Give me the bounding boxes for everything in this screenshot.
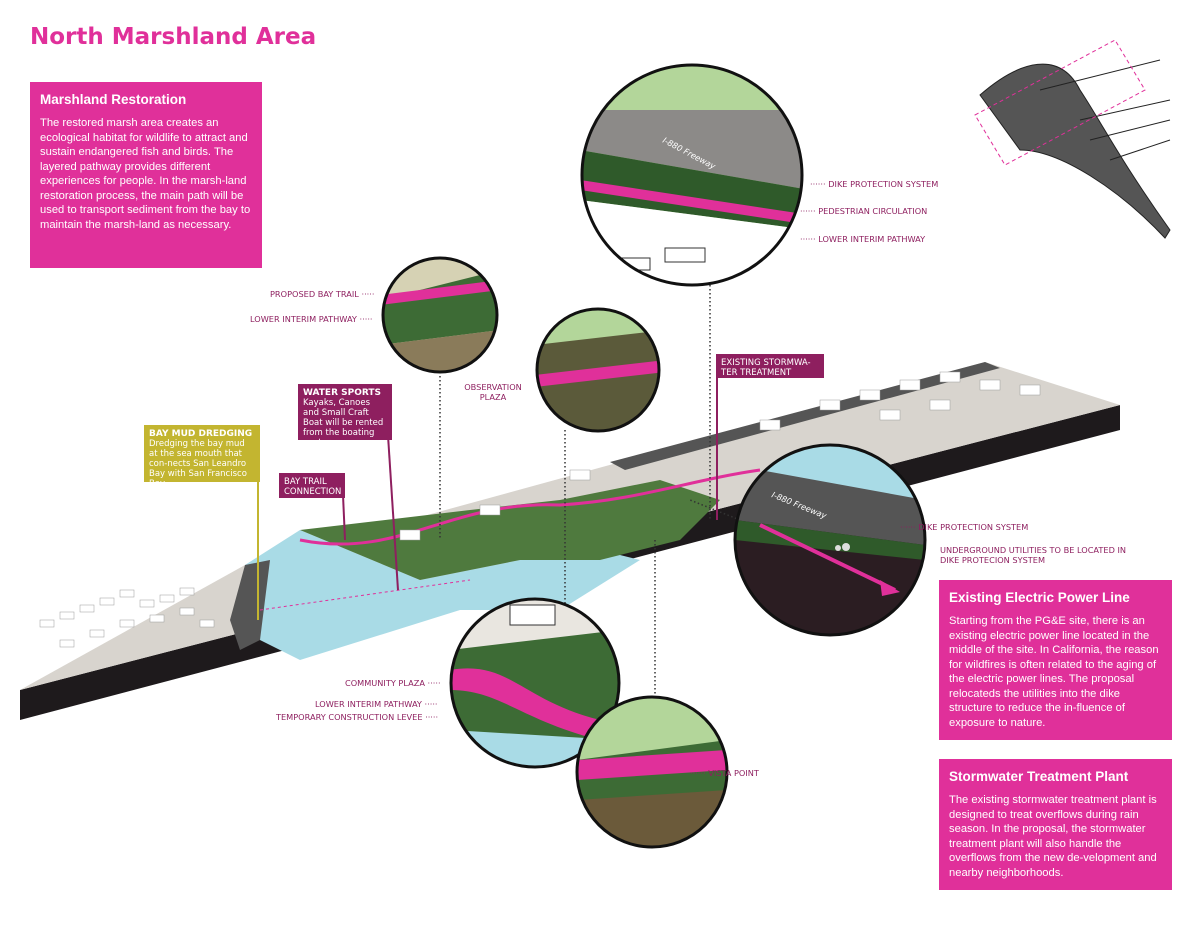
electric-power-line-box: Existing Electric Power Line Starting fr… [939,580,1172,740]
dike-shore [230,560,270,650]
label-observation-plaza: OBSERVATION PLAZA [464,382,522,402]
stormwater-plant-callout: EXISTING STORMWA-TER TREATMENT PLANT [716,354,824,388]
bay-trail-connection-callout: BAY TRAIL CONNECTION [279,473,345,498]
bay-trail-path [299,468,761,546]
right-buildings [399,371,1041,541]
label-proposed-bay-trail: PROPOSED BAY TRAIL ····· [270,289,375,299]
bay-water [245,530,640,660]
electric-power-line-heading: Existing Electric Power Line [949,590,1130,605]
label-underground-utilities: UNDERGROUND UTILITIES TO BE LOCATED IN D… [940,545,1127,565]
label-community-plaza: COMMUNITY PLAZA ····· [345,678,441,688]
label-dike-protection-right: ······ DIKE PROTECTION SYSTEM [900,522,1029,532]
marsh-area [300,480,720,580]
label-pedestrian-circulation: ······ PEDESTRIAN CIRCULATION [800,206,928,216]
detail-circle-freeway [582,65,802,285]
water-sports-callout: WATER SPORTS Kayaks, Canoes and Small Cr… [298,384,392,448]
boat-route [259,579,471,611]
marshland-restoration-body: The restored marsh area creates an ecolo… [40,117,251,231]
marshland-restoration-heading: Marshland Restoration [40,92,187,107]
label-dike-protection-top: ······ DIKE PROTECTION SYSTEM [810,179,939,189]
label-lower-interim-left: LOWER INTERIM PATHWAY ····· [250,314,373,324]
stormwater-plant-box: Stormwater Treatment Plant The existing … [939,759,1172,890]
marshland-restoration-box: Marshland Restoration The restored marsh… [30,82,262,268]
bay-mud-dredging-body: Dredging the bay mud at the sea mouth th… [149,439,247,489]
water-sports-leader [386,419,399,591]
stormwater-plant-body: The existing stormwater treatment plant … [949,794,1157,879]
electric-power-line-body: Starting from the PG&E site, there is an… [949,615,1159,729]
label-vista-point: ······ VISTA POINT [690,768,759,778]
leader-lines [439,285,741,697]
bay-trail-leader [342,494,346,541]
water-sports-heading: WATER SPORTS [303,388,382,398]
stormwater-plant-heading: Stormwater Treatment Plant [949,769,1129,784]
label-temporary-levee: TEMPORARY CONSTRUCTION LEVEE ····· [276,712,439,722]
detail-circle-vista [577,697,727,847]
locator-map [974,39,1171,239]
label-lower-interim-bottom: LOWER INTERIM PATHWAY ····· [315,699,438,709]
left-buildings [39,587,215,648]
bay-mud-dredging-heading: BAY MUD DREDGING [149,429,253,439]
detail-circle-community [451,599,619,767]
water-sports-body: Kayaks, Canoes and Small Craft Boat will… [303,398,384,448]
bay-mud-dredging-callout: BAY MUD DREDGING Dredging the bay mud at… [144,425,260,489]
detail-circle-observation [537,309,659,431]
page-title: North Marshland Area [30,24,317,50]
detail-circle-bay-trail [383,258,497,372]
label-lower-interim-top: ······ LOWER INTERIM PATHWAY [800,234,926,244]
